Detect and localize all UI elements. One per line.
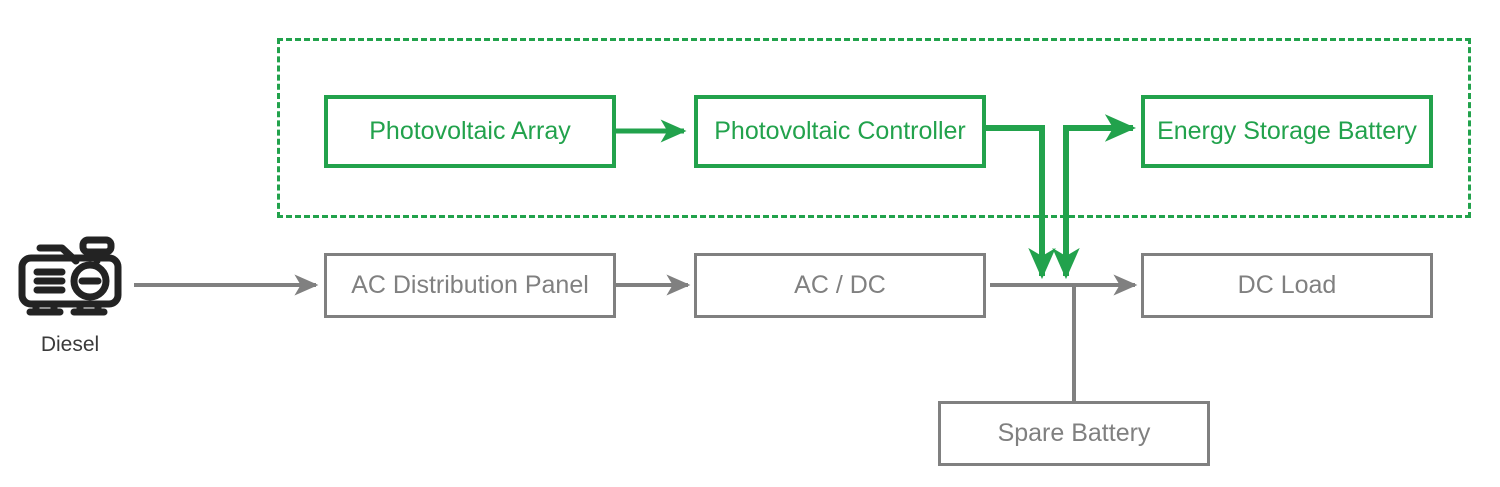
diesel-generator-label: Diesel bbox=[40, 333, 100, 356]
node-photovoltaic-controller[interactable]: Photovoltaic Controller bbox=[694, 95, 986, 168]
node-photovoltaic-controller-label: Photovoltaic Controller bbox=[714, 117, 966, 146]
node-energy-storage-battery[interactable]: Energy Storage Battery bbox=[1141, 95, 1433, 168]
connector-pv-controller-to-energy-storage-battery bbox=[1063, 114, 1137, 276]
diesel-generator-icon bbox=[14, 228, 126, 320]
node-ac-distribution-panel[interactable]: AC Distribution Panel bbox=[324, 253, 616, 318]
node-dc-load[interactable]: DC Load bbox=[1141, 253, 1433, 318]
node-dc-load-label: DC Load bbox=[1237, 271, 1337, 300]
node-ac-distribution-panel-label: AC Distribution Panel bbox=[351, 271, 589, 300]
node-spare-battery-label: Spare Battery bbox=[997, 419, 1151, 448]
node-photovoltaic-array[interactable]: Photovoltaic Array bbox=[324, 95, 616, 168]
node-ac-dc-label: AC / DC bbox=[794, 271, 886, 300]
connector-pv-controller-to-dc-bus bbox=[986, 125, 1056, 280]
node-ac-dc[interactable]: AC / DC bbox=[694, 253, 986, 318]
node-photovoltaic-array-label: Photovoltaic Array bbox=[369, 117, 571, 146]
node-energy-storage-battery-label: Energy Storage Battery bbox=[1157, 117, 1417, 146]
node-spare-battery[interactable]: Spare Battery bbox=[938, 401, 1210, 466]
